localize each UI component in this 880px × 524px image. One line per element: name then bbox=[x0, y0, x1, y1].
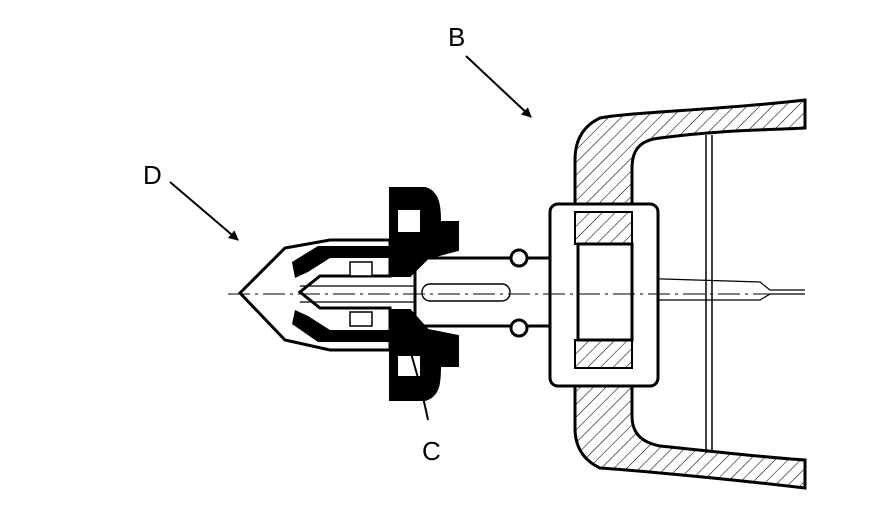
stem-bump-bottom bbox=[509, 318, 529, 338]
arrow-b bbox=[465, 55, 532, 118]
leader-c bbox=[409, 349, 429, 421]
nozzle-sleeve-top bbox=[292, 246, 390, 278]
stem-inner-slot bbox=[421, 283, 511, 302]
cap-nut-bottom-notch bbox=[398, 356, 420, 376]
cap-nut-bottom bbox=[389, 309, 459, 401]
label-b: B bbox=[448, 22, 465, 52]
nozzle-ring-bottom bbox=[349, 311, 373, 327]
housing-wall-top bbox=[573, 98, 807, 214]
stem bbox=[413, 248, 552, 338]
label-c: C bbox=[422, 436, 441, 466]
nozzle-ring-top bbox=[349, 261, 373, 277]
nozzle-tip bbox=[237, 238, 415, 352]
nozzle-bore bbox=[300, 285, 415, 303]
flange-slot bbox=[576, 242, 634, 342]
cap-nut-top-notch bbox=[398, 210, 420, 232]
flange-fitting bbox=[548, 202, 660, 388]
cap-nut bbox=[389, 187, 459, 401]
arrow-d bbox=[169, 181, 239, 241]
label-d: D bbox=[143, 160, 162, 190]
inner-bore bbox=[631, 277, 805, 301]
flange-wall-top bbox=[574, 211, 633, 245]
nozzle-sleeve-bottom bbox=[292, 310, 390, 342]
flange-wall-bottom bbox=[574, 339, 633, 369]
stem-bump-top bbox=[509, 248, 529, 268]
